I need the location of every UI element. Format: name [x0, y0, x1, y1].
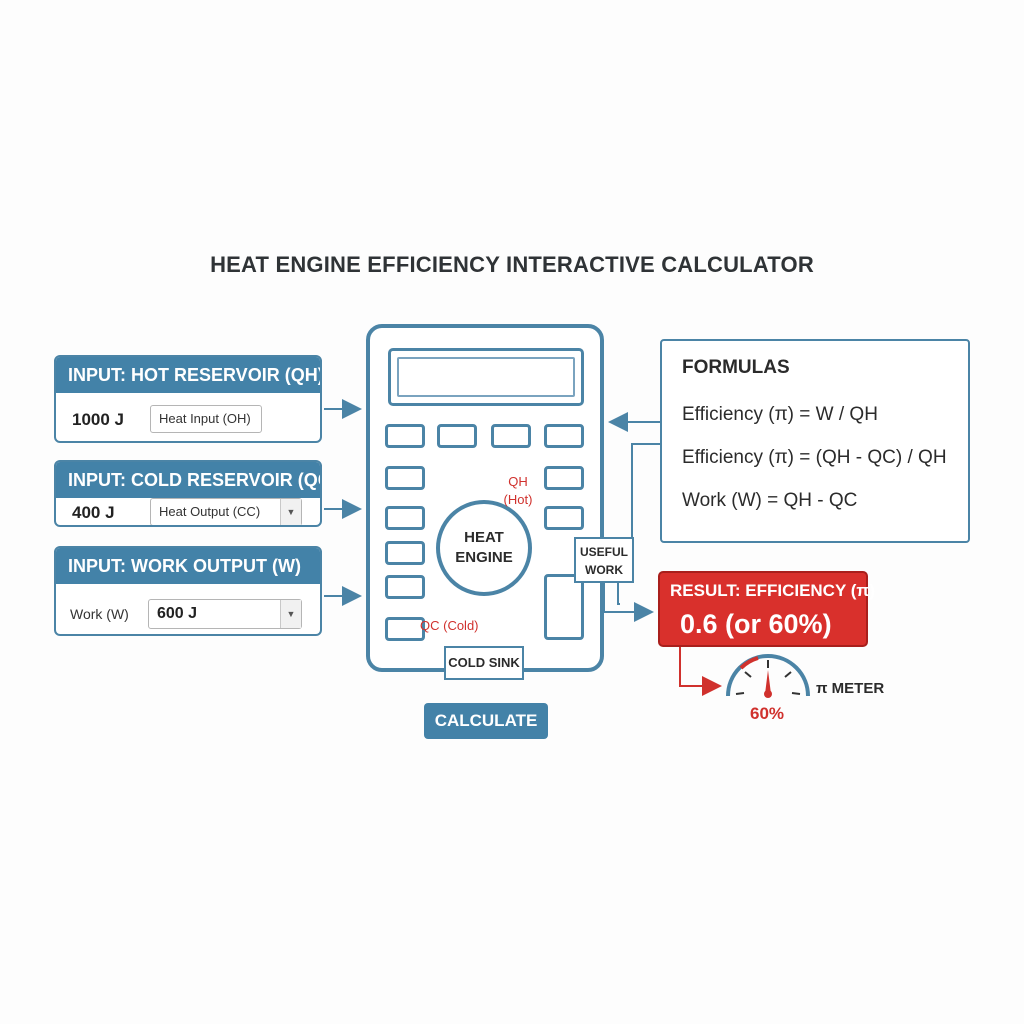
heat-engine-label-line1: HEAT [464, 529, 504, 546]
hot-reservoir-value: 1000 J [72, 410, 124, 429]
gauge-hub [764, 690, 772, 698]
calculator-key-tall[interactable] [544, 574, 584, 640]
heat-engine-label-line2: ENGINE [455, 549, 513, 566]
useful-work-line2: WORK [585, 563, 623, 577]
cold-reservoir-header: INPUT: COLD RESERVOIR (QC [56, 462, 320, 498]
calculator-key[interactable] [385, 466, 425, 490]
gauge-value: 60% [749, 704, 785, 723]
calculator-key[interactable] [385, 506, 425, 530]
calculator-key[interactable] [385, 617, 425, 641]
formula-line: Efficiency (π) = W / QH [682, 404, 878, 425]
result-panel: RESULT: EFFICIENCY (π) 0.6 (or 60%) [658, 571, 875, 647]
heat-input-field[interactable]: Heat Input (OH) [150, 405, 262, 433]
calculate-button[interactable]: CALCULATE [424, 703, 548, 739]
work-label: Work (W) [70, 606, 129, 622]
work-output-header: INPUT: WORK OUTPUT (W) [56, 548, 320, 584]
useful-work-box: USEFUL WORK [574, 537, 634, 583]
qc-label: QC (Cold) [420, 618, 479, 633]
caret-down-icon[interactable]: ▼ [280, 600, 301, 628]
formulas-to-work-line [631, 443, 660, 561]
formulas-title: FORMULAS [682, 357, 790, 378]
formulas-panel: FORMULAS Efficiency (π) = W / QH Efficie… [660, 339, 970, 543]
calculator-display [388, 348, 584, 406]
result-value: 0.6 (or 60%) [680, 609, 832, 639]
calculator-key[interactable] [437, 424, 477, 448]
page-title: HEAT ENGINE EFFICIENCY INTERACTIVE CALCU… [210, 252, 814, 277]
calculator-key[interactable] [385, 424, 425, 448]
heat-output-select-label: Heat Output (CC) [159, 504, 261, 519]
work-select[interactable]: 600 J ▼ [148, 599, 302, 629]
qh-label: QH (Hot) [500, 473, 536, 509]
formula-line: Work (W) = QH - QC [682, 490, 858, 511]
calculator-key[interactable] [385, 541, 425, 565]
useful-work-line1: USEFUL [580, 545, 628, 559]
work-select-value: 600 J [157, 605, 198, 622]
cold-reservoir-panel: INPUT: COLD RESERVOIR (QC 400 J Heat Out… [54, 460, 322, 527]
heat-engine-circle: HEAT ENGINE [436, 500, 532, 596]
qh-label-line2: (Hot) [503, 492, 533, 507]
qh-label-line1: QH [508, 474, 528, 489]
hot-reservoir-panel: INPUT: HOT RESERVOIR (QH) 1000 J Heat In… [54, 355, 322, 443]
calculator-key[interactable] [544, 506, 584, 530]
caret-down-icon[interactable]: ▼ [280, 499, 301, 525]
efficiency-gauge [726, 654, 810, 698]
work-to-result-line [617, 583, 620, 605]
formula-line: Efficiency (π) = (QH - QC) / QH [682, 447, 947, 468]
result-header: RESULT: EFFICIENCY (π) [670, 581, 876, 600]
result-to-gauge-arrow [679, 647, 722, 696]
gauge-needle [765, 670, 771, 694]
work-output-panel: INPUT: WORK OUTPUT (W) Work (W) 600 J ▼ [54, 546, 322, 636]
calculator-key[interactable] [544, 424, 584, 448]
gauge-red-arc [739, 656, 759, 670]
work-to-result-arrow [603, 583, 654, 622]
calculator-key[interactable] [544, 466, 584, 490]
gauge-label: π METER [816, 680, 885, 697]
hot-reservoir-header: INPUT: HOT RESERVOIR (QH) [56, 357, 320, 393]
calculator-key[interactable] [385, 575, 425, 599]
cold-sink-box: COLD SINK [444, 646, 524, 680]
cold-reservoir-value: 400 J [72, 503, 115, 522]
heat-output-select[interactable]: Heat Output (CC) ▼ [150, 498, 302, 525]
calculator-key[interactable] [491, 424, 531, 448]
